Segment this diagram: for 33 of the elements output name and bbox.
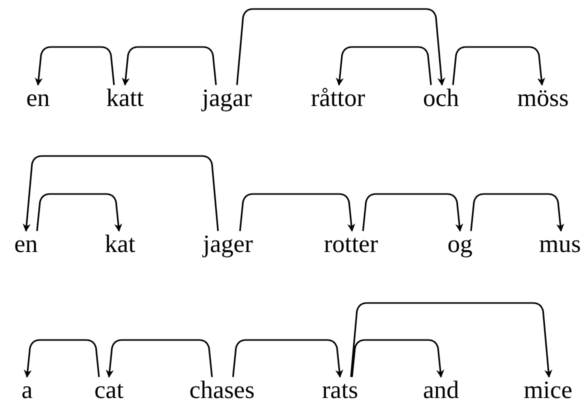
word: chases	[189, 378, 255, 404]
word: kat	[104, 232, 136, 258]
word: rats	[322, 378, 358, 404]
dependency-arrow	[232, 339, 344, 378]
word: och	[422, 86, 460, 112]
dependency-arrow	[336, 46, 432, 86]
dependency-arrow	[122, 46, 217, 86]
dependency-arrow	[106, 339, 213, 378]
dependency-arrow	[350, 302, 552, 378]
word: and	[422, 378, 460, 404]
word: mice	[524, 378, 572, 404]
dependency-arrow	[470, 193, 564, 232]
word: a	[21, 378, 33, 404]
word: möss	[517, 86, 569, 112]
word: rotter	[324, 232, 378, 258]
word: en	[14, 232, 38, 258]
dependency-arrow	[362, 193, 464, 232]
dependency-arrow	[236, 8, 446, 86]
word: og	[448, 232, 472, 258]
dependency-arrow	[351, 339, 444, 378]
word: en	[26, 86, 50, 112]
dependency-arrow	[452, 46, 546, 86]
dependency-arrow	[22, 155, 219, 232]
word: mus	[539, 232, 581, 258]
word: jager	[203, 232, 253, 258]
dependency-arrow	[34, 46, 115, 86]
dependency-arrow	[24, 339, 100, 378]
dependency-arrow	[239, 193, 356, 232]
word: katt	[106, 86, 144, 112]
word: jagar	[202, 86, 252, 112]
dependency-arrow	[36, 193, 122, 232]
word: cat	[94, 378, 124, 404]
word: råttor	[310, 86, 366, 112]
